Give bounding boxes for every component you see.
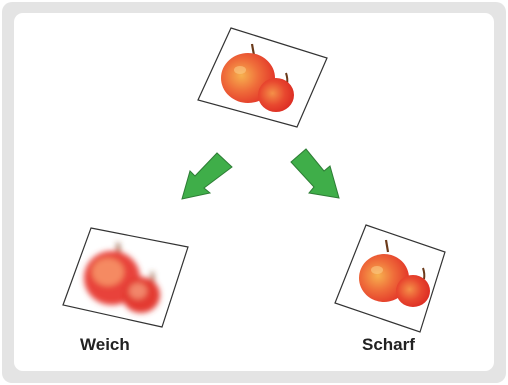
apple-photo-icon <box>197 27 328 128</box>
sharp-apple-photo-icon <box>334 224 446 333</box>
blurred-apple-photo-icon <box>62 227 189 328</box>
label-soft: Weich <box>80 335 130 354</box>
arrow-down-right-icon <box>290 148 340 199</box>
label-sharp: Scharf <box>362 335 415 354</box>
arrow-down-left-icon <box>181 152 233 200</box>
